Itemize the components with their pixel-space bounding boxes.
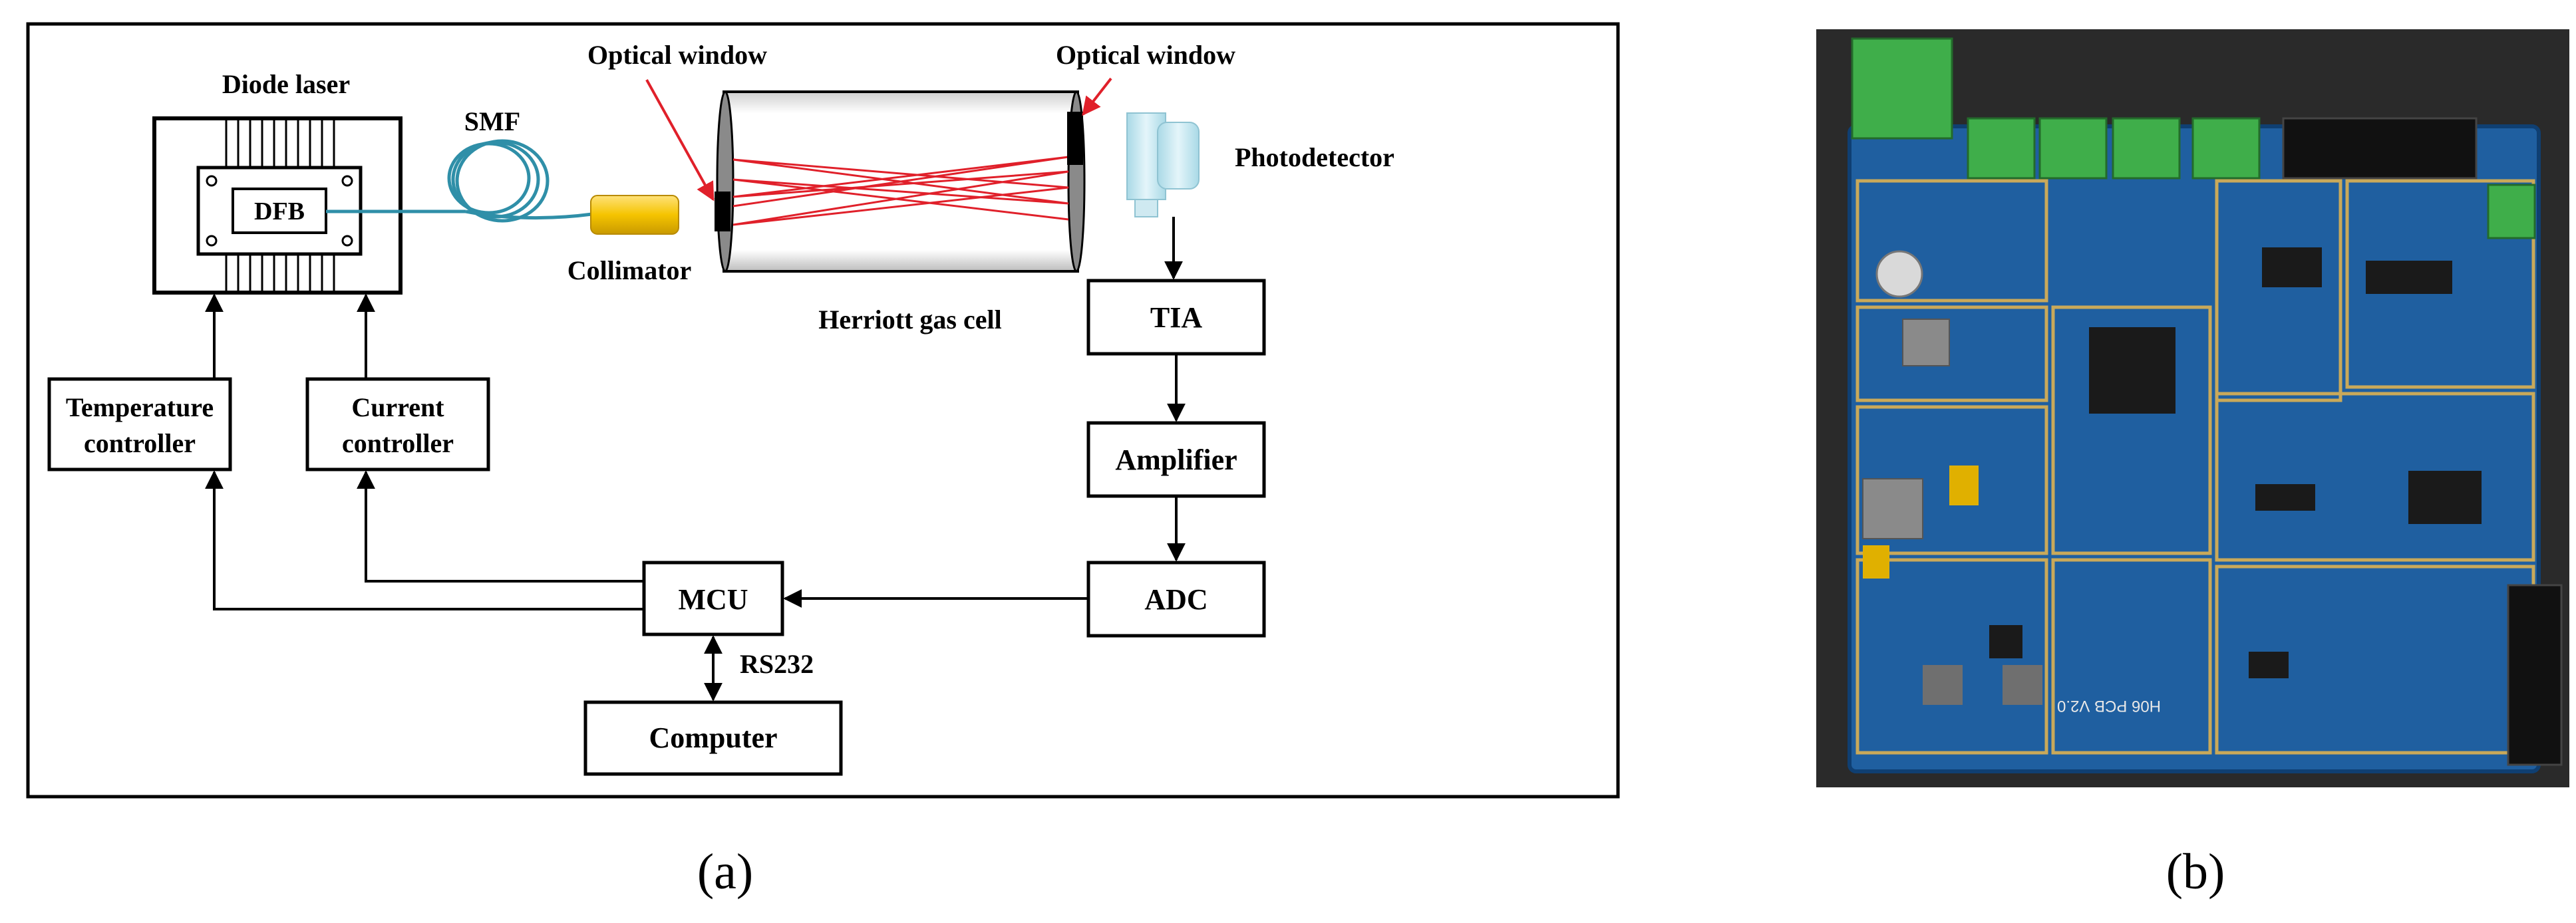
- herriott-cell: [715, 90, 1086, 273]
- adc-box: [1086, 561, 1266, 638]
- computer-label: Computer: [649, 722, 777, 754]
- temperature-controller-box: [47, 377, 232, 471]
- optical-window-left-plate: [715, 192, 730, 231]
- herriott-cell-label: Herriott gas cell: [818, 305, 1001, 334]
- ics: [1989, 247, 2482, 678]
- temperature-controller-label-1: Temperature: [66, 392, 214, 422]
- laser-beam-paths: [732, 156, 1069, 226]
- collimator-label: Collimator: [567, 255, 692, 285]
- current-controller-label-1: Current: [351, 392, 444, 422]
- mcu-label: MCU: [678, 583, 748, 616]
- current-controller-label-2: controller: [342, 428, 454, 458]
- optical-window-right-label: Optical window: [1056, 40, 1235, 70]
- optical-window-left-label: Optical window: [587, 40, 767, 70]
- pcb-traces: [1855, 179, 2535, 755]
- pcb-silkscreen: H06 PCB V2.0: [2057, 697, 2161, 715]
- right-connector: [2507, 584, 2563, 766]
- tia-box: [1086, 279, 1266, 356]
- panel-b-pcb-photo: H06 PCB V2.0: [1816, 29, 2569, 787]
- temperature-controller-label-2: controller: [84, 428, 196, 458]
- panel-a-schematic: Diode laser DFB SMF Collimator: [26, 22, 1620, 799]
- optical-window-left-pointer: [645, 79, 715, 201]
- adc-label: ADC: [1144, 583, 1208, 616]
- smf-label: SMF: [464, 106, 520, 136]
- panel-b-caption: (b): [2166, 844, 2225, 900]
- tia-label: TIA: [1150, 301, 1202, 334]
- terminal-blocks: [1851, 37, 2536, 239]
- current-controller-box: [305, 377, 490, 471]
- rs232-label: RS232: [740, 649, 814, 679]
- components: [1862, 250, 2042, 705]
- photodetector-label: Photodetector: [1235, 142, 1394, 172]
- dfb-chip: [232, 188, 327, 234]
- optical-window-right-pointer: [1082, 77, 1112, 116]
- diode-laser-label: Diode laser: [222, 69, 350, 99]
- photodetector: [1126, 112, 1200, 217]
- smf-fiber: [326, 139, 593, 223]
- ribbon-header: [2282, 117, 2478, 180]
- computer-box: [583, 700, 843, 776]
- optical-window-right-plate: [1067, 112, 1083, 165]
- dfb-label: DFB: [254, 198, 305, 225]
- panel-a-caption: (a): [697, 844, 753, 900]
- mcu-box: [642, 561, 784, 636]
- collimator: [590, 195, 679, 235]
- amplifier-label: Amplifier: [1115, 444, 1237, 476]
